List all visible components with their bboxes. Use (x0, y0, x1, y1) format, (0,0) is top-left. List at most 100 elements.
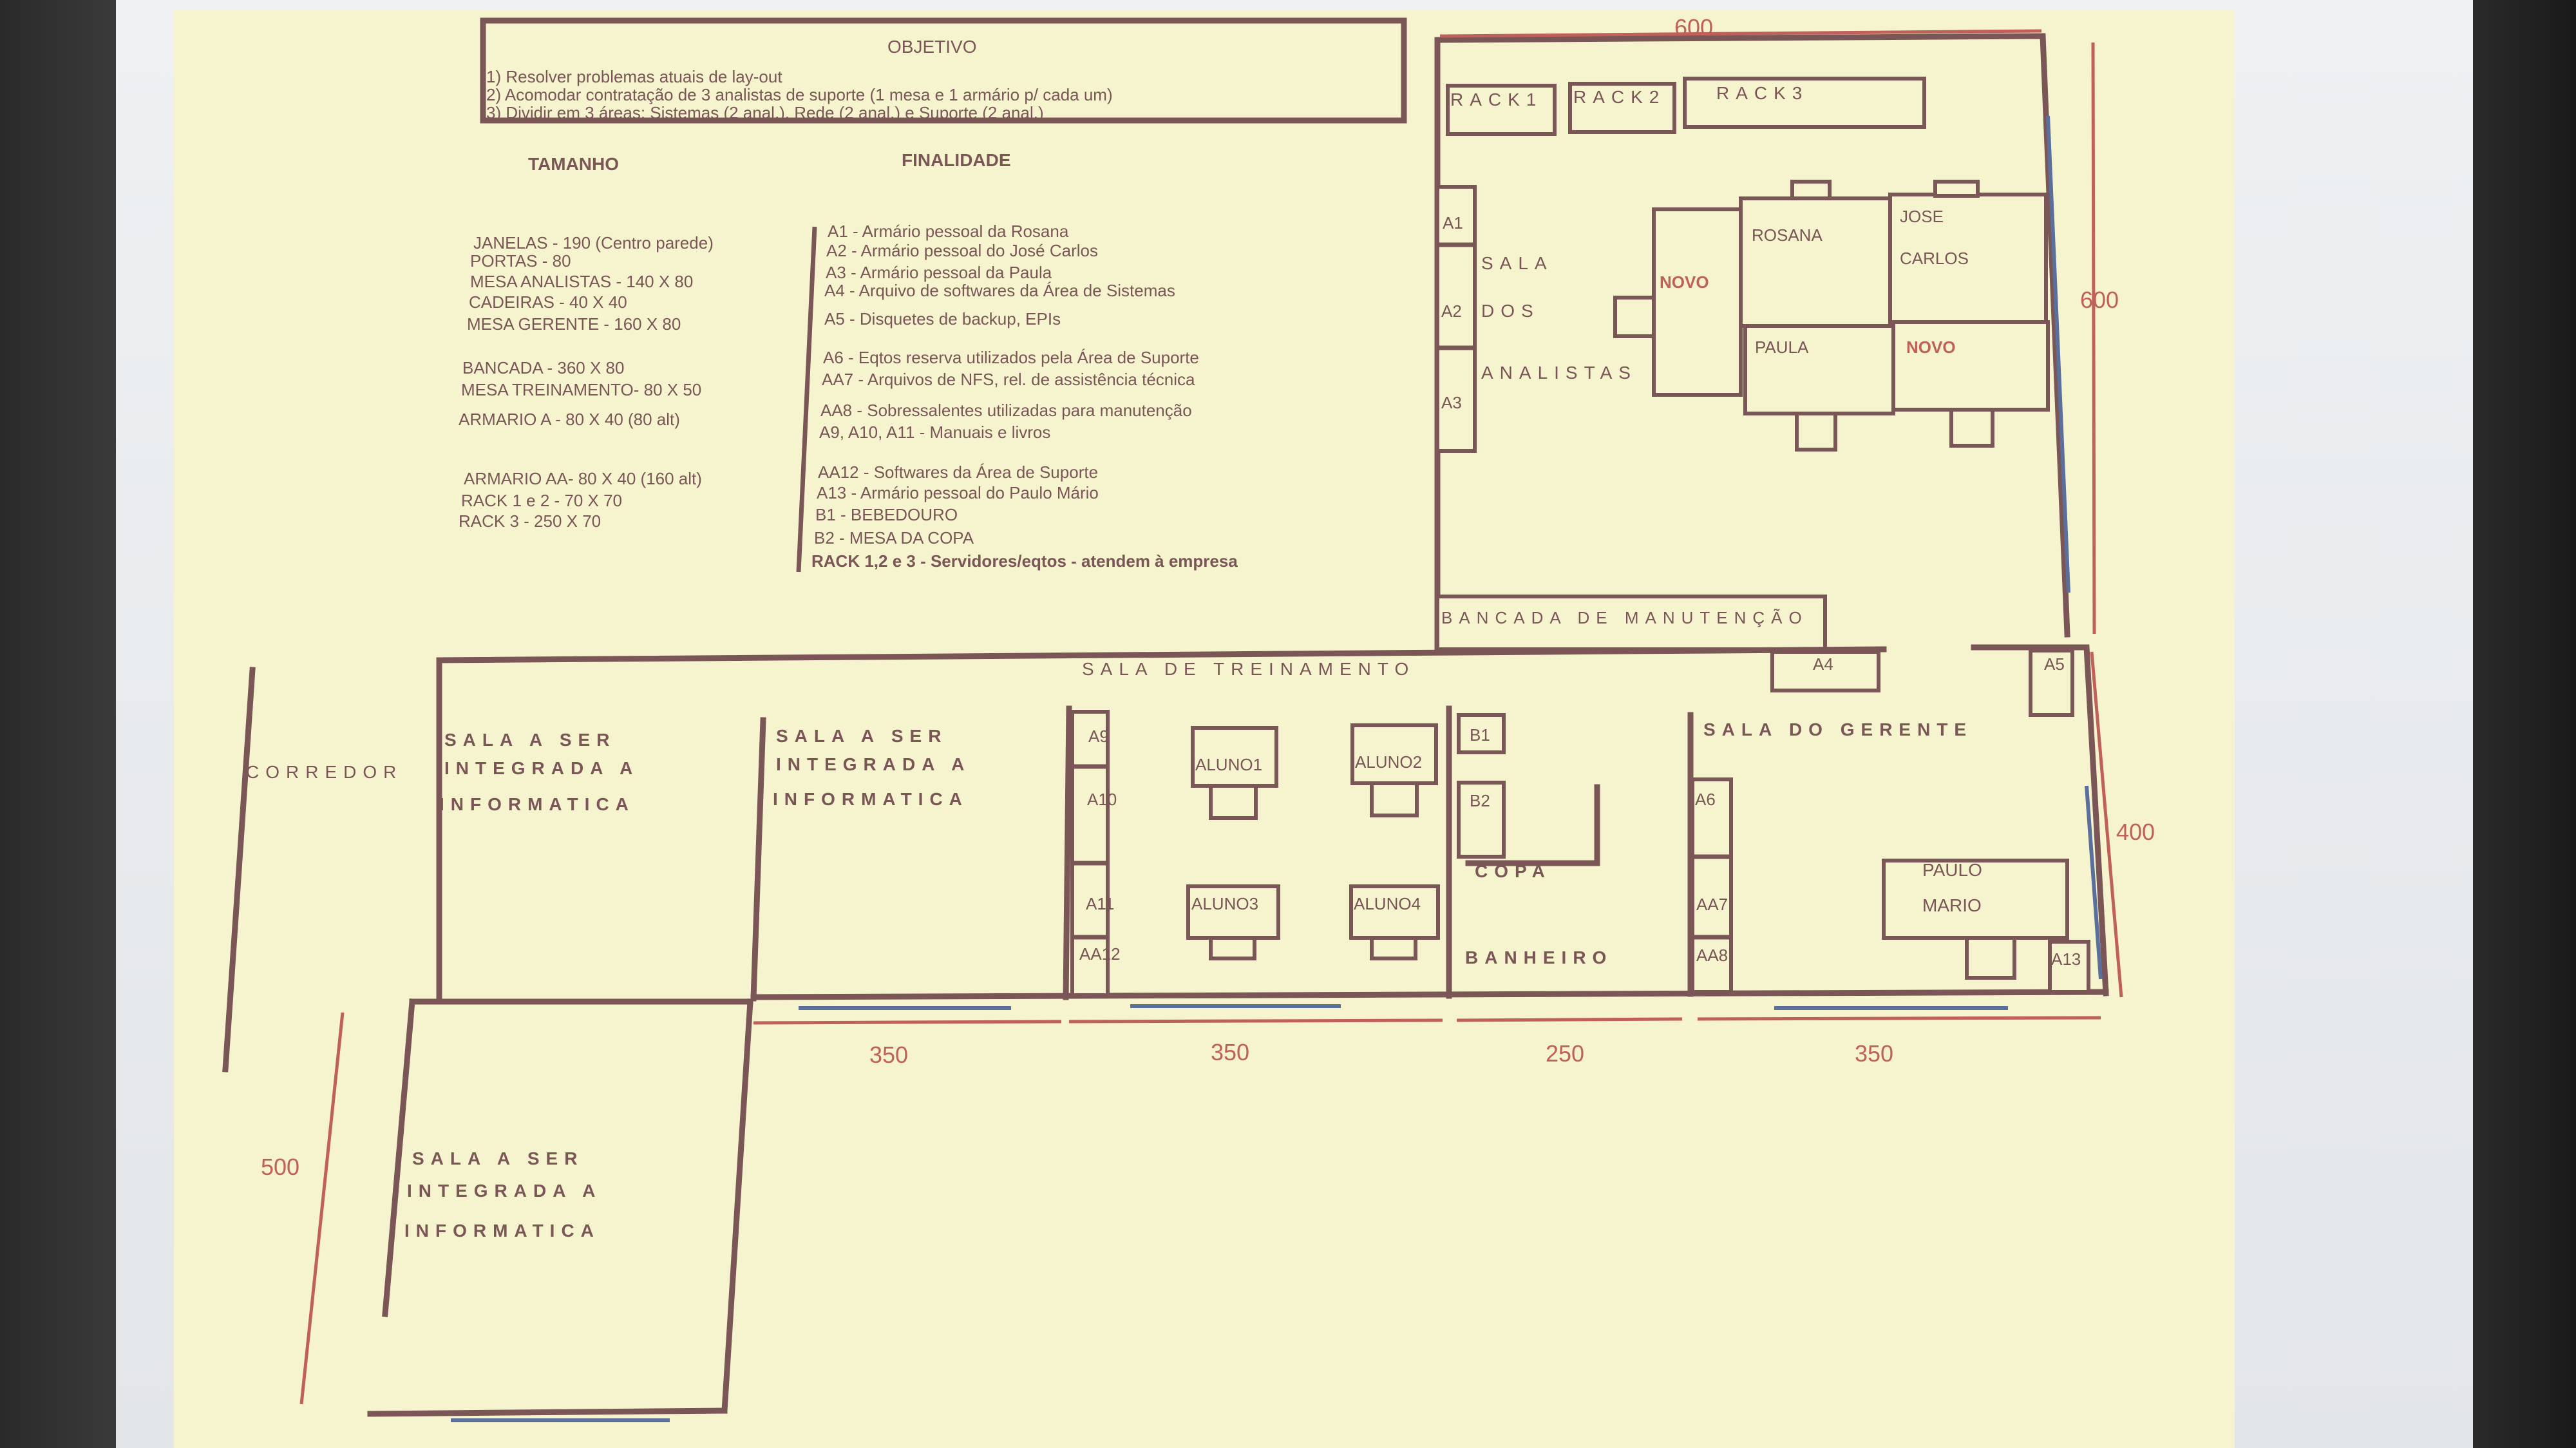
sala-integrada-3-l3: INFORMATICA (404, 1221, 600, 1241)
purpose-item: A3 - Armário pessoal da Paula (826, 263, 1052, 282)
jose-label: JOSE (1900, 207, 1944, 226)
student-desk-4 (1349, 884, 1440, 940)
analistas-label: ANALISTAS (1481, 363, 1637, 383)
objective-box: OBJETIVO 1) Resolver problemas atuais de… (480, 17, 1407, 124)
sala-integrada-3-l1: SALA A SER (412, 1148, 583, 1168)
purpose-item: A1 - Armário pessoal da Rosana (828, 222, 1069, 241)
chair (1933, 180, 1980, 198)
dos-label: DOS (1481, 301, 1540, 321)
size-item: RACK 1 e 2 - 70 X 70 (461, 491, 622, 510)
chair (1795, 412, 1837, 452)
size-item: PORTAS - 80 (470, 251, 571, 271)
novo-left-label: NOVO (1660, 272, 1709, 292)
objective-title: OBJETIVO (887, 37, 976, 57)
dim-line-bottom-4 (1697, 1016, 2101, 1021)
size-item: CADEIRAS - 40 X 40 (469, 292, 627, 312)
a4-label: A4 (1813, 654, 1833, 674)
room-divider (1063, 705, 1072, 1000)
size-item: RACK 3 - 250 X 70 (459, 511, 601, 531)
cabinet-a5 (2029, 649, 2074, 717)
rack-3-label: RACK3 (1716, 83, 1808, 103)
maintenance-bench (1435, 595, 1827, 651)
gerente-label: SALA DO GERENTE (1703, 719, 1973, 739)
purpose-item: AA12 - Softwares da Área de Suporte (818, 462, 1098, 482)
purpose-item: AA7 - Arquivos de NFS, rel. de assistênc… (822, 370, 1195, 389)
size-item: ARMARIO A - 80 X 40 (80 alt) (459, 410, 680, 429)
chair (1965, 936, 2016, 980)
dim-line-bottom-3 (1456, 1017, 1683, 1022)
sala-integrada-2-l3: INFORMATICA (773, 789, 969, 809)
b1-label: B1 (1470, 725, 1490, 745)
sala-integrada-1-l2: INTEGRADA A (444, 758, 639, 778)
dim-left: 500 (261, 1154, 299, 1180)
rack-1-label: RACK1 (1450, 90, 1542, 110)
dim-bottom-1: 350 (869, 1042, 908, 1068)
rosana-label: ROSANA (1752, 225, 1823, 245)
training-wall-top (436, 646, 1887, 1005)
purpose-item: B1 - BEBEDOURO (815, 505, 958, 524)
sala-integrada-1-l3: INFORMATICA (439, 794, 635, 814)
list-divider (796, 226, 817, 573)
bancada-label: BANCADA DE MANUTENÇÃO (1441, 608, 1808, 627)
analysts-room: RACK1 RACK2 RACK3 A1 A2 A3 SALA DOS ANAL… (1434, 33, 2070, 654)
b2-label: B2 (1470, 791, 1490, 810)
rack-2 (1568, 82, 1676, 134)
sala-integrada-2-l1: SALA A SER (776, 726, 947, 746)
sala-integrada-2-l2: INTEGRADA A (776, 754, 971, 774)
bottom-wall (750, 989, 2109, 1000)
chair (1209, 936, 1256, 960)
chair (1209, 784, 1258, 820)
novo-right-label: NOVO (1906, 338, 1956, 357)
objective-line-2: 2) Acomodar contratação de 3 analistas d… (486, 85, 1113, 104)
carlos-label: CARLOS (1900, 249, 1969, 268)
cabinet-a10: A10 (1087, 790, 1117, 809)
cabinet-a4 (1770, 650, 1880, 692)
rack-3 (1683, 77, 1926, 129)
lower-rooms: CORREDOR SALA A SER INTEGRADA A INFORMAT… (222, 644, 2109, 1422)
mario-label: MARIO (1922, 895, 1982, 915)
size-item: ARMARIO AA- 80 X 40 (160 alt) (464, 469, 702, 488)
sala-integrada-1-l1: SALA A SER (444, 730, 616, 750)
size-item: MESA ANALISTAS - 140 X 80 (470, 272, 693, 291)
aluno2-label: ALUNO2 (1355, 752, 1422, 772)
desk-paula (1743, 324, 1895, 415)
chair (1370, 781, 1419, 817)
sala-integrada-3-l2: INTEGRADA A (407, 1181, 601, 1201)
aa8-label: AA8 (1696, 946, 1728, 965)
header-finalidade: FINALIDADE (902, 150, 1011, 170)
a5-label: A5 (2044, 654, 2065, 674)
desk-rosana (1739, 196, 1892, 328)
desk-novo-right (1891, 320, 2050, 412)
corridor-wall (222, 667, 256, 1072)
dim-right-upper: 600 (2080, 287, 2119, 313)
dim-line-bottom-2 (1068, 1018, 1443, 1024)
objective-line-3: 3) Dividir em 3 áreas: Sistemas (2 anal.… (486, 103, 1044, 122)
window (2046, 115, 2070, 593)
cabinet-a3: A3 (1441, 393, 1462, 412)
chair (1790, 180, 1832, 200)
aluno3-label: ALUNO3 (1191, 894, 1258, 913)
a13-label: A13 (2051, 949, 2081, 969)
window (2085, 785, 2103, 980)
rack-1 (1446, 84, 1557, 136)
left-room-bottom (367, 1407, 728, 1417)
dim-line-bottom-1 (753, 1020, 1062, 1025)
aluno4-label: ALUNO4 (1354, 894, 1421, 913)
cabinet-column (1435, 185, 1477, 453)
left-wall (382, 998, 415, 1317)
corredor-label: CORREDOR (246, 762, 402, 782)
purpose-item: A4 - Arquivo de softwares da Área de Sis… (824, 281, 1175, 300)
copa-table (1457, 781, 1506, 859)
dim-bottom-2: 350 (1211, 1039, 1249, 1065)
size-item: BANCADA - 360 X 80 (462, 358, 624, 377)
dim-bottom-4: 350 (1855, 1040, 1893, 1067)
cabinet-column (1690, 777, 1733, 994)
dim-line-top (1439, 29, 2042, 38)
cabinet-a9: A9 (1088, 727, 1109, 746)
objective-line-1: 1) Resolver problemas atuais de lay-out (486, 67, 782, 86)
size-item: MESA GERENTE - 160 X 80 (467, 314, 681, 334)
purpose-item: A13 - Armário pessoal do Paulo Mário (817, 483, 1099, 502)
a6-label: A6 (1695, 790, 1716, 809)
purpose-item: AA8 - Sobressalentes utilizadas para man… (820, 401, 1192, 420)
